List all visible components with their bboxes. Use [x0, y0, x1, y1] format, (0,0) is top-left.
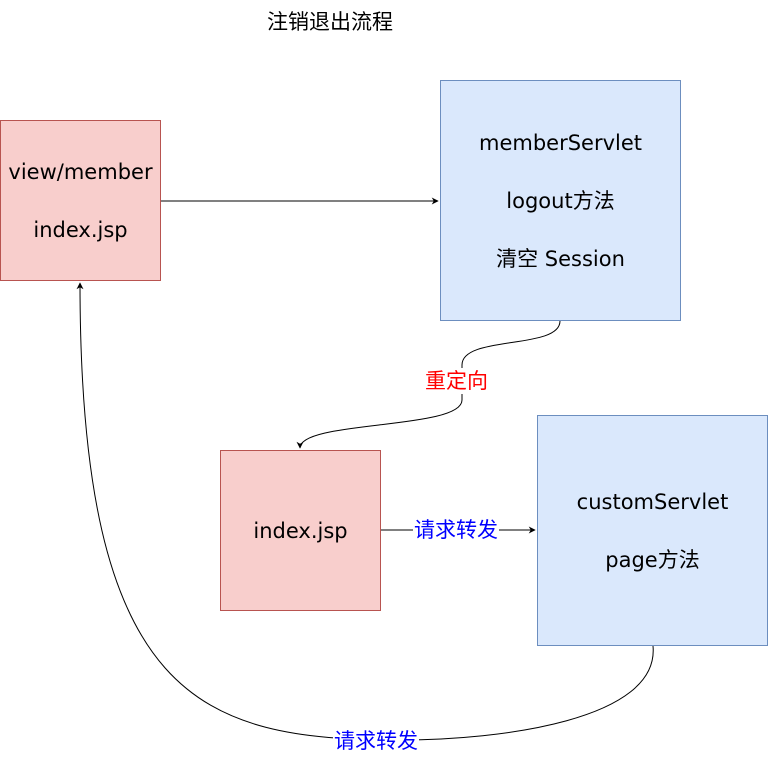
edge-forward-customservlet-to-view — [76, 282, 654, 741]
forward-edge-label-1: 请求转发 — [413, 517, 499, 543]
view-member-path-label: view/member — [8, 159, 153, 184]
redirect-edge-label: 重定向 — [424, 368, 489, 394]
view-member-box: view/member index.jsp — [0, 120, 161, 281]
member-servlet-method-label: logout方法 — [506, 188, 615, 213]
member-servlet-name-label: memberServlet — [478, 130, 643, 155]
forward-edge-label-2: 请求转发 — [333, 728, 419, 754]
custom-servlet-box: customServlet page方法 — [537, 415, 768, 646]
member-servlet-action-label: 清空 Session — [496, 246, 625, 271]
index-jsp-box: index.jsp — [220, 450, 381, 611]
view-member-file-label: index.jsp — [33, 217, 128, 242]
diagram-title: 注销退出流程 — [267, 10, 393, 34]
edge-redirect — [296, 320, 561, 449]
member-servlet-box: memberServlet logout方法 清空 Session — [440, 80, 681, 321]
custom-servlet-name-label: customServlet — [576, 489, 729, 514]
custom-servlet-method-label: page方法 — [605, 547, 700, 572]
index-jsp-label: index.jsp — [253, 518, 348, 543]
